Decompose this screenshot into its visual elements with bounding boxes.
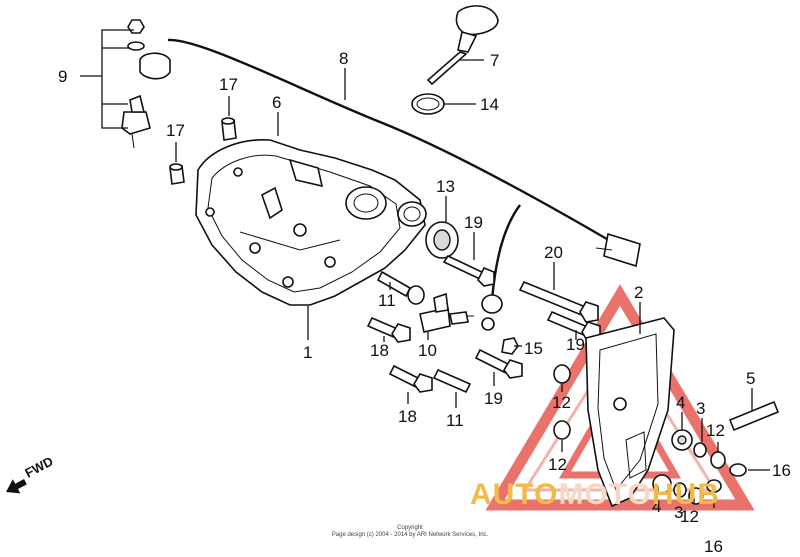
callout-2: 2 — [634, 283, 643, 302]
callout-4-upper: 4 — [676, 393, 685, 412]
screw-16-lower — [706, 479, 722, 493]
watermark-auto: AUTO — [470, 478, 559, 511]
callout-19-right: 19 — [566, 335, 585, 354]
grommet-12c — [710, 451, 726, 469]
copyright-line-1: Copyright — [397, 525, 423, 531]
callout-6: 6 — [272, 93, 281, 112]
callout-7: 7 — [490, 51, 499, 70]
callout-12-c: 12 — [706, 421, 725, 440]
callout-10: 10 — [418, 341, 437, 360]
callout-14: 14 — [480, 95, 499, 114]
callout-1: 1 — [303, 343, 312, 362]
sensor-assembly — [121, 19, 171, 149]
bolt-18-lower — [388, 364, 433, 393]
dowel-pin-lower — [169, 163, 185, 185]
callout-11-upper: 11 — [378, 291, 396, 310]
copyright-notice: Copyright Page design (c) 2004 - 2014 by… — [315, 525, 505, 539]
callout-labels: 9 8 7 14 17 6 17 13 19 20 11 1 18 10 15 … — [58, 49, 791, 556]
callout-19-upper: 19 — [464, 213, 483, 232]
callout-9: 9 — [58, 67, 67, 86]
callout-18-lower: 18 — [398, 407, 417, 426]
callout-17-lower: 17 — [166, 121, 185, 140]
callout-15: 15 — [524, 339, 543, 358]
stripe-emblem — [728, 400, 780, 432]
callout-3-lower: 3 — [674, 503, 683, 522]
nut-15 — [501, 337, 519, 355]
callout-16-lower: 16 — [704, 537, 723, 556]
oil-filler-cap — [426, 5, 499, 86]
callout-5: 5 — [746, 369, 755, 388]
callout-4-lower: 4 — [652, 497, 661, 516]
watermark-logo: AUTOMOTOHUB — [470, 478, 720, 512]
callout-12-b: 12 — [548, 455, 567, 474]
crankcase-cover — [195, 139, 427, 306]
bolt-18-upper — [366, 316, 411, 343]
fwd-arrow-icon — [6, 479, 27, 494]
callout-13: 13 — [436, 177, 455, 196]
callout-8: 8 — [339, 49, 348, 68]
fwd-label: FWD — [22, 454, 55, 481]
callout-12-d: 12 — [680, 507, 699, 526]
oil-seal — [425, 221, 459, 259]
watermark-moto: MOTO — [558, 478, 652, 511]
wire-terminal — [481, 294, 503, 331]
grommet-12d — [688, 487, 704, 505]
callout-3-upper: 3 — [696, 399, 705, 418]
collar-4-upper — [671, 429, 693, 451]
fwd-indicator: FWD — [6, 454, 56, 494]
side-cover — [585, 317, 675, 508]
bolt-19-middle — [474, 348, 523, 379]
washer-11 — [407, 285, 425, 305]
callout-16-upper: 16 — [772, 461, 791, 480]
callout-17-upper: 17 — [219, 75, 238, 94]
callout-11-lower: 11 — [446, 411, 464, 430]
o-ring — [411, 93, 445, 115]
leader-lines — [80, 29, 770, 508]
dowel-pin-upper — [221, 117, 237, 141]
wire-harness — [167, 38, 641, 301]
callout-18-upper: 18 — [370, 341, 389, 360]
bolt-19-upper — [442, 254, 495, 287]
spacer-3-upper — [693, 442, 707, 458]
bolt-11-upper — [376, 270, 412, 298]
callout-12-a: 12 — [552, 393, 571, 412]
watermark-hub: HUB — [651, 478, 720, 511]
grommet-12a — [553, 364, 571, 384]
neutral-switch — [419, 292, 474, 333]
bolt-11-lower — [432, 368, 472, 394]
grommet-12b — [553, 420, 571, 440]
callout-20: 20 — [544, 243, 563, 262]
callout-19-middle: 19 — [484, 389, 503, 408]
bolt-20 — [518, 280, 599, 323]
screw-16-upper — [729, 463, 747, 477]
copyright-line-2: Page design (c) 2004 - 2014 by ARI Netwo… — [331, 532, 489, 538]
